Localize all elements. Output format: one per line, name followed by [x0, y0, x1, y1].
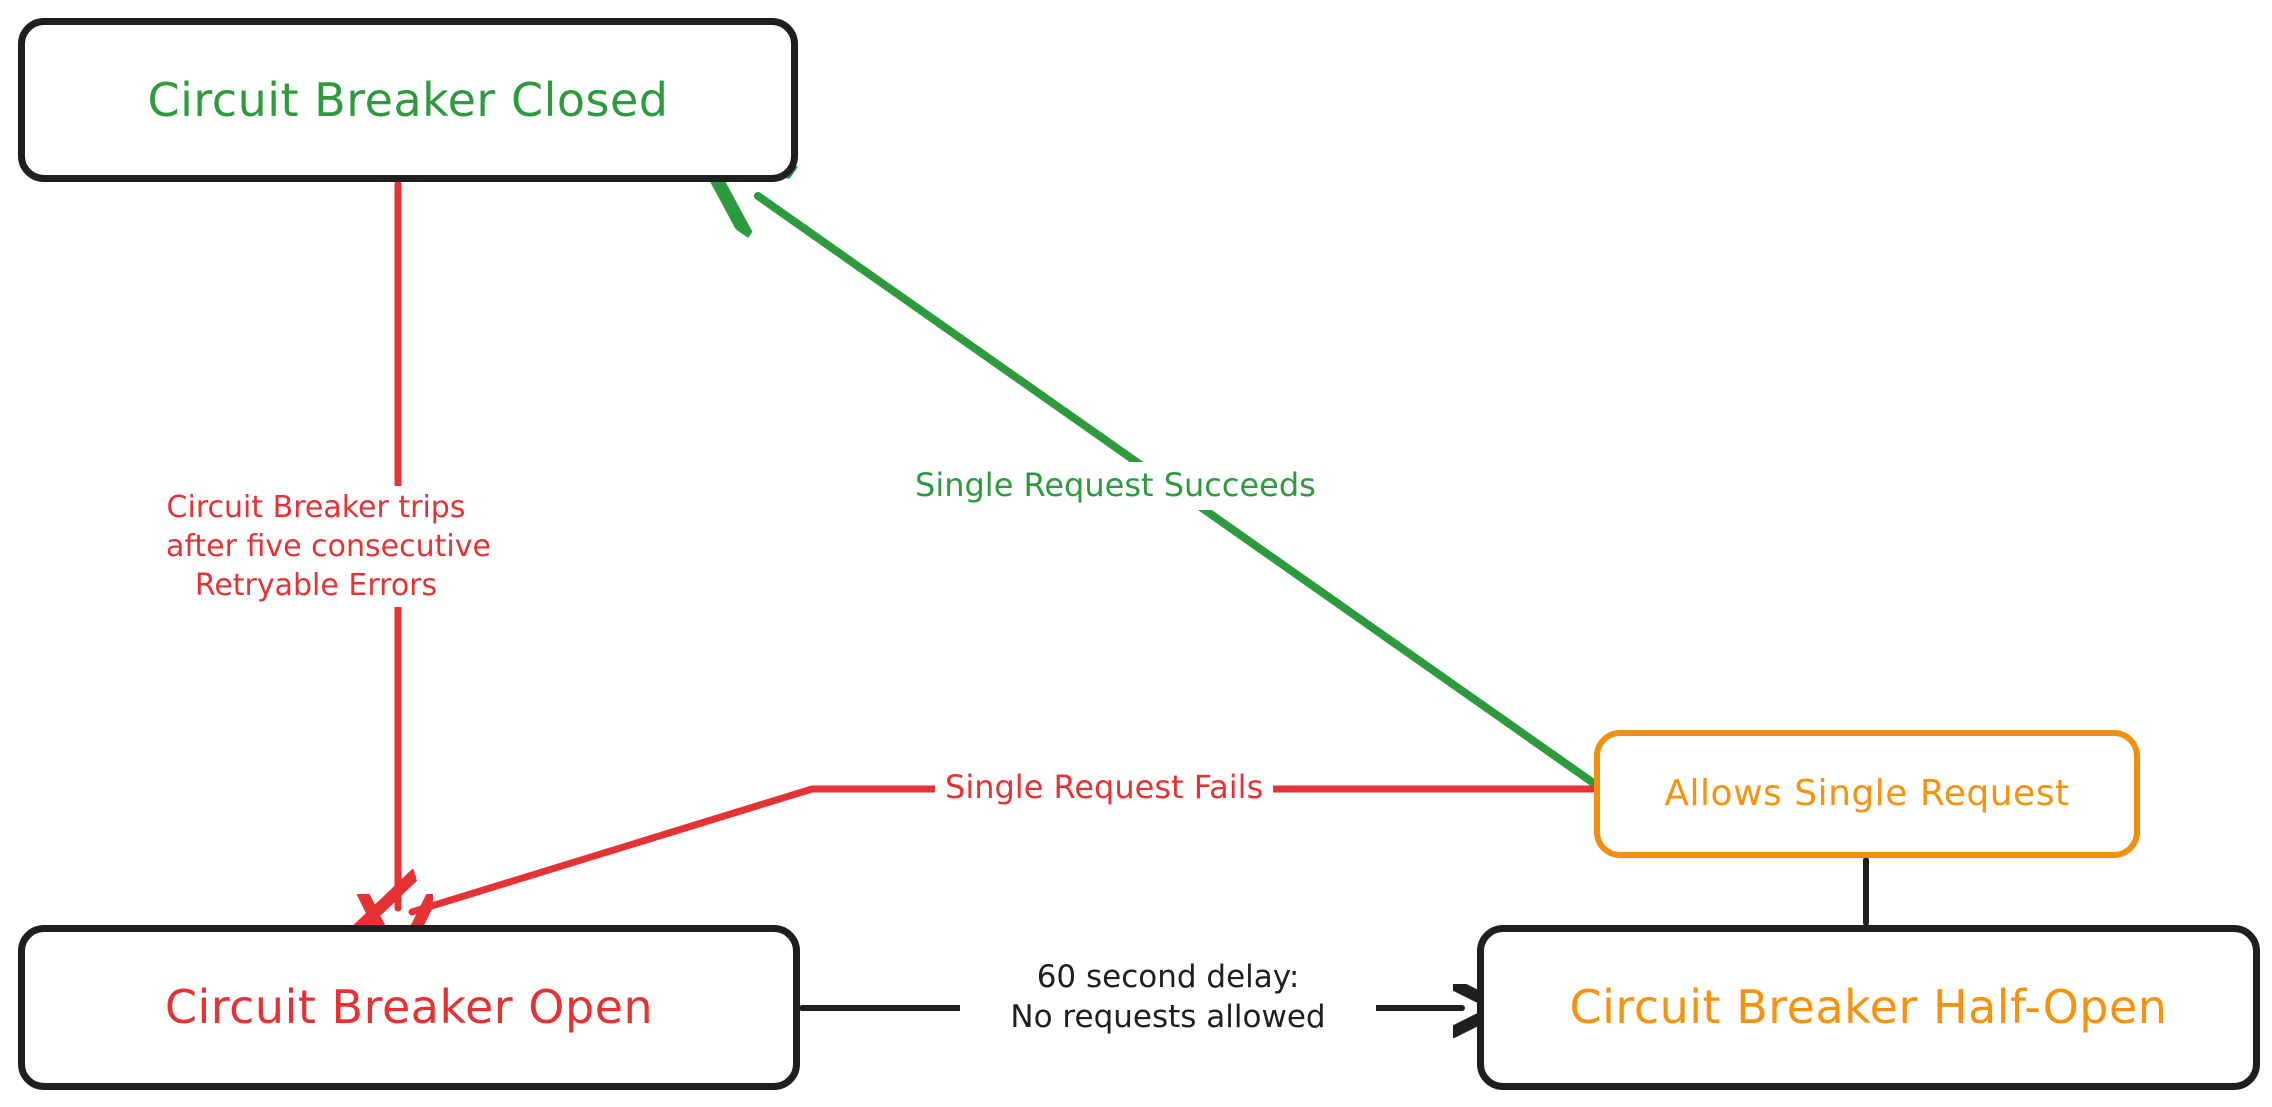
- edge-label-delay-line-2: No requests allowed: [1010, 999, 1326, 1036]
- node-allows-single-request-label: Allows Single Request: [1664, 773, 2070, 815]
- edge-label-trips-line-3: Retryable Errors: [194, 568, 438, 603]
- node-half-open-label: Circuit Breaker Half-Open: [1569, 980, 2168, 1035]
- edge-label-single-request-fails: Single Request Fails: [935, 764, 1274, 812]
- node-open-label: Circuit Breaker Open: [164, 980, 654, 1035]
- edge-label-trips-line-1: Circuit Breaker trips: [166, 490, 466, 525]
- node-allows-single-request[interactable]: Allows Single Request: [1594, 730, 2140, 858]
- node-closed-label: Circuit Breaker Closed: [147, 72, 669, 127]
- node-circuit-breaker-closed[interactable]: Circuit Breaker Closed: [18, 18, 798, 182]
- edge-label-circuit-breaker-trips: Circuit Breaker trips after five consecu…: [160, 486, 491, 607]
- edge-label-sixty-second-delay: 60 second delay: No requests allowed: [960, 955, 1376, 1040]
- edge-label-delay-line-1: 60 second delay:: [1036, 959, 1300, 995]
- node-circuit-breaker-open[interactable]: Circuit Breaker Open: [18, 925, 800, 1090]
- edge-label-trips-line-2: after five consecutive: [166, 529, 491, 564]
- node-circuit-breaker-half-open[interactable]: Circuit Breaker Half-Open: [1477, 925, 2260, 1090]
- edge-label-single-request-succeeds: Single Request Succeeds: [905, 462, 1326, 510]
